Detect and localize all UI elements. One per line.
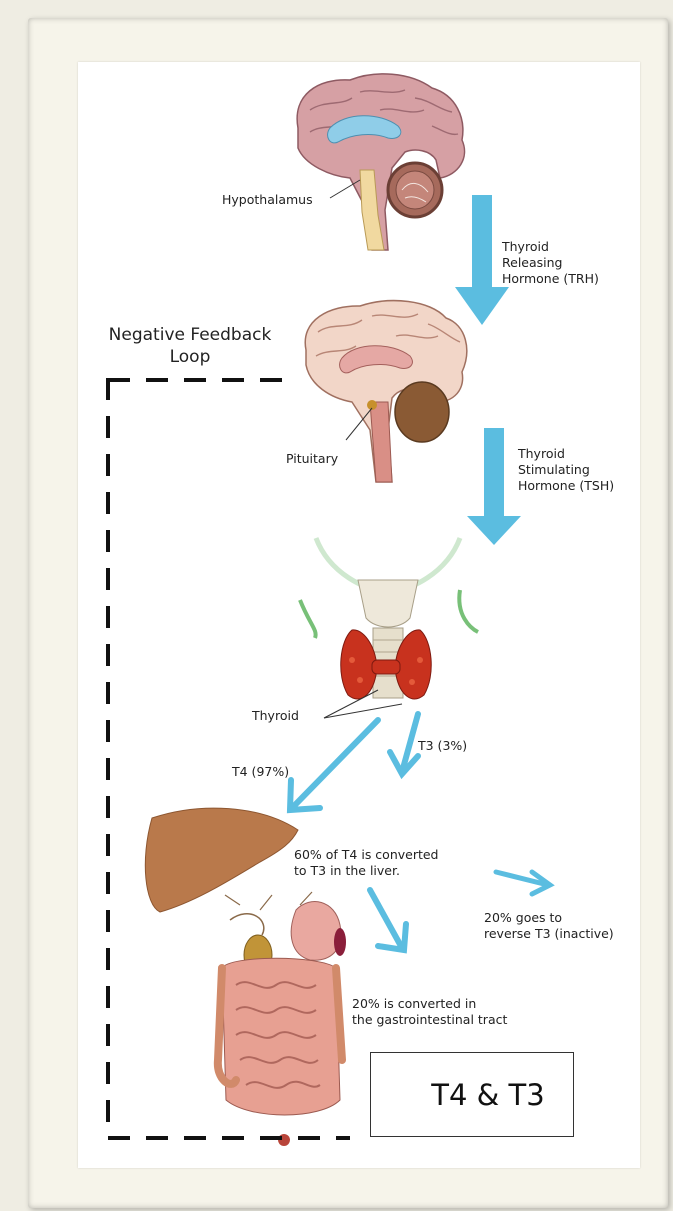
reverse-t3-line2: reverse T3 (inactive) [484,926,614,941]
feedback-label-line1: Negative Feedback [92,325,288,346]
t3-label: T3 (3%) [418,738,467,753]
pituitary-label: Pituitary [286,451,338,466]
arrow-tsh [467,428,521,545]
t4-label: T4 (97%) [232,764,289,779]
liver-illustration [145,808,298,912]
arrow-reverse-t3 [496,872,550,894]
hypothalamus-brain-illustration [297,74,464,250]
liver-conversion-line2: to T3 in the liver. [294,863,400,878]
thyroid-illustration [300,538,478,718]
trh-label-line1: Thyroid [502,239,549,254]
tsh-label-line2: Stimulating [518,462,590,477]
gi-tract-illustration [218,892,346,1146]
arrow-t3 [390,714,418,774]
reverse-t3-line1: 20% goes to [484,910,562,925]
result-box: T4 & T3 [370,1052,574,1137]
liver-conversion-line1: 60% of T4 is converted [294,847,439,862]
thyroid-label: Thyroid [252,708,299,723]
gi-conversion-line2: the gastrointestinal tract [352,1012,507,1027]
tsh-label-line1: Thyroid [518,446,565,461]
arrow-t4 [290,720,378,810]
gi-conversion-line1: 20% is converted in [352,996,476,1011]
result-text: T4 & T3 [431,1078,544,1112]
tsh-label-line3: Hormone (TSH) [518,478,614,493]
arrow-trh [455,195,509,325]
arrow-gi [370,890,406,950]
feedback-label-line2: Loop [92,347,288,368]
trh-label-line3: Hormone (TRH) [502,271,599,286]
hypothalamus-label: Hypothalamus [222,192,313,207]
trh-label-line2: Releasing [502,255,562,270]
